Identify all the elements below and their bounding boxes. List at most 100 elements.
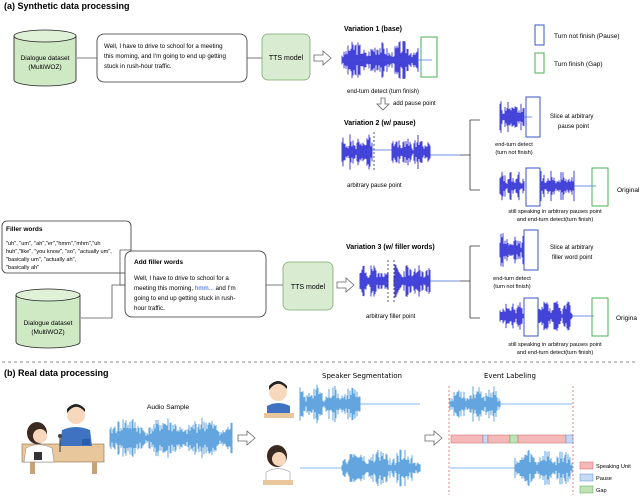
add-pause-label: add pause point [393,101,436,107]
add-filler-line-4: hour traffic. [134,305,165,312]
audio-sample-label: Audio Sample [147,404,190,411]
speaker-icon-b [263,445,293,485]
gap-segment [509,434,519,444]
speaker-icon-a [264,381,294,418]
hollow-arrow-icon [237,430,256,446]
slice-note-2: filler word point [552,255,593,261]
slice-caption-2: (turn not finish) [493,284,530,290]
legend-pause-swatch [579,473,594,482]
waveform-strokes [499,101,525,133]
pause-segment [565,434,574,444]
legend-pause-swatch [534,24,545,46]
legend-speaking-label: Speaking Unit [596,464,631,470]
tts-model-box: TTS model [261,33,311,81]
waveform-strokes [537,301,573,331]
slice-note-2: pause point [558,124,589,130]
tts-label: TTS model [269,55,304,62]
waveform-event-b [514,449,573,487]
waveform-variation1 [341,41,419,79]
slice-caption-1: end-turn detect [493,276,531,282]
waveform-strokes [391,135,431,169]
filler-line-4: "basically ah" [6,265,39,271]
waveform-strokes [341,449,421,487]
add-filler-title: Add filler words [134,259,184,266]
filler-line-3: "basically um", "actually ah", [6,257,77,263]
legend-pause-label: Pause [596,476,612,482]
hollow-arrow-icon [313,50,332,66]
sentence-line-2: this morning, and I'm going to end up ge… [104,53,226,60]
original-caption-1: still speaking in arbitrary pauses point [508,209,602,215]
waveform-variation2 [341,134,431,170]
original-caption-2: and end-turn detect(turn finish) [517,350,594,356]
tts-model-box: TTS model [282,261,334,311]
hollow-arrow-icon [424,430,443,446]
legend-speaking-swatch [579,461,594,470]
waveform-strokes [449,386,501,422]
original-caption-1: still speaking in arbitrary pauses point [508,342,602,348]
pause-box [523,229,539,271]
section-a-title: (a) Synthetic data processing [4,1,130,11]
original-label: Original [617,187,640,194]
section-b-title: (b) Real data processing [4,368,109,378]
person-left-face [33,429,47,443]
waveform-strokes [499,302,525,330]
speaker-seg-label: Speaker Segmentation [322,372,402,380]
conversation-illustration [21,404,105,474]
variation2-caption: arbitrary pause point [347,183,402,189]
waveform-event-a [449,386,501,422]
waveform-variation3 [359,264,431,298]
waveform-strokes [393,264,431,298]
waveform-strokes [359,265,389,297]
sentence-line-3: stuck in rush-hour traffic. [104,63,172,70]
waveform-strokes [499,171,525,201]
waveform-strokes [514,449,573,487]
slice-caption-1: end-turn detect [495,142,533,148]
person-right-face [67,406,85,424]
hollow-arrow-icon [336,277,355,293]
waveform-slice [499,233,525,267]
slice-caption-2: (turn not finish) [495,150,532,156]
tts-label: TTS model [291,284,326,291]
gap-box [420,36,438,78]
dataset-cylinder-top: Dialogue dataset (MultiWOZ) [13,29,77,87]
waveform-speaker-a [299,384,361,424]
legend-pause-label: Turn not finish (Pause) [554,33,620,40]
branch-bracket [460,119,480,191]
dataset-cylinder-bottom: Dialogue dataset (MultiWOZ) [15,288,81,349]
waveform-strokes [341,41,419,79]
legend-gap-swatch [534,52,545,74]
filler-line-2: huh","like", "you know", "so", "actually… [6,249,112,255]
original-caption-2: and end-turn detect(turn finish) [517,217,594,223]
sentence-line-1: Well, I have to drive to school for a me… [104,43,223,50]
waveform-strokes [539,170,575,202]
filler-words-box: Filler words "uh", "um", "ah","er","hmm"… [1,220,132,274]
variation1-title: Variation 1 (base) [344,26,402,33]
waveform-strokes [109,417,233,459]
slice-note-1: Slice at arbitrary [550,245,593,251]
pause-box [523,297,539,337]
original-label: Origina [616,315,637,322]
speaking-segment [487,434,511,444]
branch-bracket [460,245,480,319]
waveform-strokes [499,233,525,267]
add-filler-line-2: meeting this morning, hmm... and I'm [134,285,236,292]
waveform-strokes [299,384,361,424]
pause-box [525,96,541,138]
connector-line [81,284,125,319]
event-timeline-bar [450,434,574,444]
variation2-title: Variation 2 (w/ pause) [344,120,416,127]
variation3-title: Variation 3 (w/ filler words) [346,244,435,251]
legend-gap-swatch [579,485,594,494]
pause-segment [482,434,489,444]
dataset-label: Dialogue dataset [21,55,70,62]
waveform-original [499,170,575,202]
waveform-audio-sample [109,417,233,459]
gap-box [591,297,609,337]
add-filler-line-1: Well, I have to drive to school for a [134,275,229,282]
legend-gap-label: Turn finish (Gap) [554,61,603,68]
dataset-label: Dialogue dataset [24,320,73,327]
dataset-sublabel: (MultiWOZ) [28,64,61,71]
variation1-caption: end-turn detect (turn finish) [347,89,419,95]
filler-line-1: "uh", "um", "ah","er","hmm","mhm","uh [6,241,101,247]
